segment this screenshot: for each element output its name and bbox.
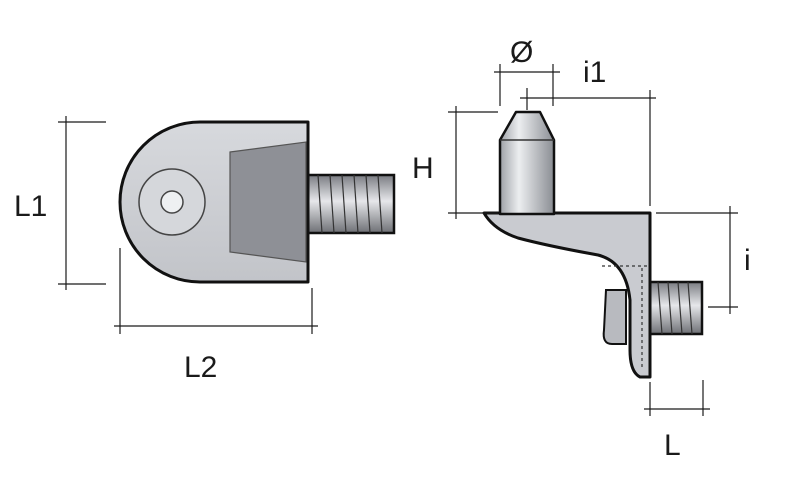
front-hole-inner [160,190,184,214]
dim-L: L [644,380,710,462]
dim-L2: L2 [114,248,318,384]
front-thread [306,173,396,235]
dim-i1: i1 [520,56,656,206]
label-H: H [412,152,434,185]
dim-H: H [412,106,498,219]
front-bore-face [229,141,307,263]
side-back-tab [602,289,627,345]
dim-diameter: Ø [494,36,560,106]
dim-i: i [656,206,751,314]
side-pin [498,110,556,216]
dim-L1: L1 [14,116,106,290]
label-i1: i1 [583,56,606,89]
label-L2: L2 [184,351,217,384]
side-thread [648,280,704,336]
side-bracket [482,211,652,379]
label-L1: L1 [14,190,47,223]
side-hidden-lines [602,265,648,370]
side-view: Ø i1 H i L [412,36,751,462]
label-i: i [744,244,751,277]
label-diameter: Ø [510,36,533,69]
front-view: L1 L2 [14,116,396,384]
label-L: L [664,429,681,462]
